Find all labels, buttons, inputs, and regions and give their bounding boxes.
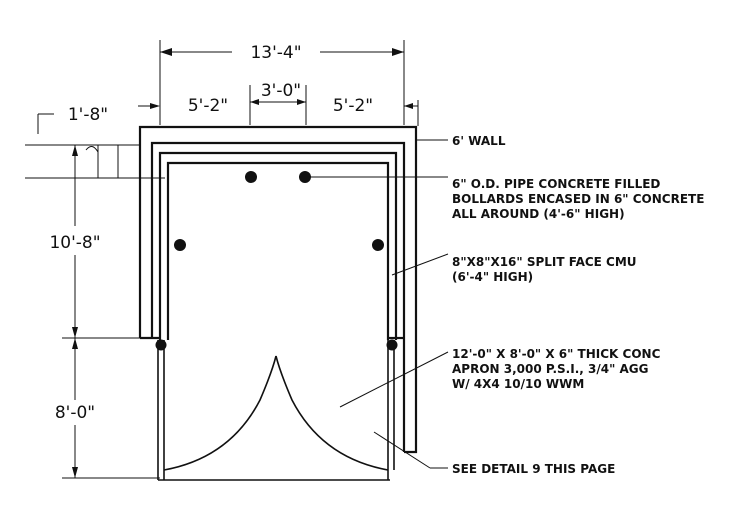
bollard: [245, 171, 257, 183]
center-span-label: 3'-0": [261, 81, 301, 101]
bollard: [386, 339, 398, 351]
apron-note-line-3: W/ 4X4 10/10 WWM: [452, 377, 584, 391]
bollard: [372, 239, 384, 251]
gate-swing-arcs: [163, 355, 389, 471]
bollard: [174, 239, 186, 251]
cmu-note-line-1: 8"X8"X16" SPLIT FACE CMU: [452, 255, 637, 269]
dimension-overall-width: 13'-4": [159, 40, 405, 125]
apron-depth-label: 8'-0": [55, 403, 95, 423]
annotation-notes: 6' WALL 6" O.D. PIPE CONCRETE FILLED BOL…: [452, 134, 704, 476]
bollard: [155, 339, 167, 351]
enclosure-depth-label: 10'-8": [49, 233, 100, 253]
dimension-top-segments: 5'-2" 3'-0" 5'-2": [138, 81, 419, 126]
dimension-left-offset: 1'-8": [37, 105, 108, 134]
wall-note: 6' WALL: [452, 134, 506, 148]
enclosure-walls: [138, 125, 418, 454]
left-offset-label: 1'-8": [68, 105, 108, 125]
bollards: [155, 171, 398, 351]
leader-lines: [305, 139, 449, 469]
cmu-note-line-2: (6'-4" HIGH): [452, 270, 533, 284]
apron-note-line-2: APRON 3,000 P.S.I., 3/4" AGG: [452, 362, 649, 376]
apron-note-line-1: 12'-0" X 8'-0" X 6" THICK CONC: [452, 347, 661, 361]
right-span-label: 5'-2": [333, 96, 373, 116]
bollard-note-line-1: 6" O.D. PIPE CONCRETE FILLED: [452, 177, 660, 191]
concrete-apron: [157, 340, 395, 481]
bollard-note-line-2: BOLLARDS ENCASED IN 6" CONCRETE: [452, 192, 704, 206]
overall-width-label: 13'-4": [250, 43, 301, 63]
detail-reference-note: SEE DETAIL 9 THIS PAGE: [452, 462, 615, 476]
bollard-note-line-3: ALL AROUND (4'-6" HIGH): [452, 207, 625, 221]
dimension-left-vertical: 10'-8" 8'-0": [25, 144, 165, 479]
left-span-label: 5'-2": [188, 96, 228, 116]
